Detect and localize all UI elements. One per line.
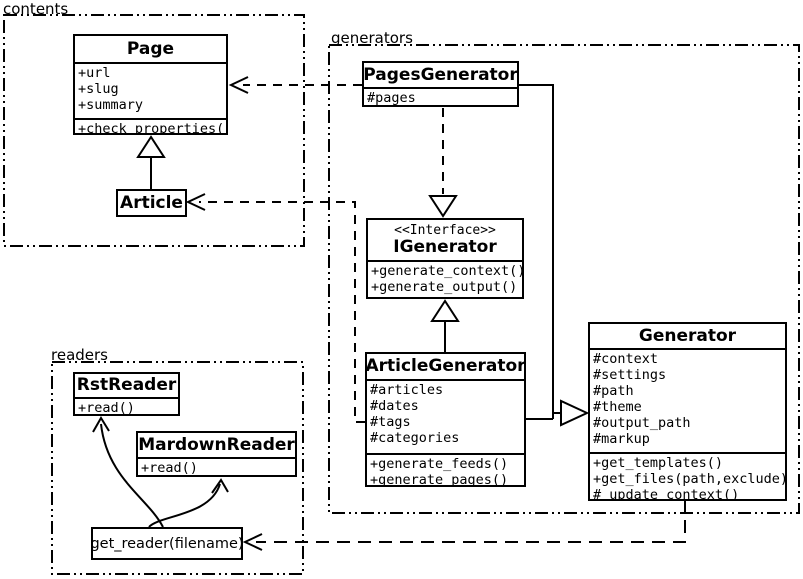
methods-page: +check_properties() — [75, 118, 226, 133]
methods-article-generator: +generate_feeds() +generate_pages() — [367, 453, 524, 485]
class-box-generator: Generator #context #settings #path #them… — [588, 322, 787, 501]
attributes-generator: #context #settings #path #theme #output_… — [590, 348, 785, 452]
attribute-line: #settings — [593, 367, 667, 383]
attribute-line: #tags — [370, 414, 411, 430]
method-line: +generate_output() — [371, 279, 518, 295]
methods-generator: +get_templates() +get_files(path,exclude… — [590, 452, 785, 499]
method-line: +read() — [141, 460, 198, 475]
method-line: +generate_context() — [371, 263, 522, 279]
generalization-triangle-igenerator-bottom — [432, 301, 458, 321]
realization-triangle-igenerator-top — [430, 196, 456, 216]
attribute-line: #output_path — [593, 415, 691, 431]
attributes-article-generator: #articles #dates #tags #categories — [367, 379, 524, 453]
arrowhead-mardownreader — [212, 480, 228, 493]
class-box-article: Article — [116, 189, 187, 217]
class-box-mardown-reader: MardownReader +read() — [136, 431, 297, 477]
stereotype-interface: <<Interface>> — [394, 223, 496, 238]
package-label-contents: contents — [1, 0, 71, 18]
attribute-line: #dates — [370, 398, 419, 414]
methods-rst-reader: +read() — [75, 397, 178, 414]
method-line: +generate_pages() — [370, 472, 509, 485]
function-box-get-reader: get_reader(filename) — [90, 527, 244, 560]
method-line: +get_files(path,exclude) — [593, 471, 785, 487]
dependency-arrowhead-getreader — [245, 534, 262, 550]
methods-igenerator: +generate_context() +generate_output() — [368, 260, 522, 297]
arrow-curve-getreader-mardownreader — [149, 484, 220, 527]
class-box-rst-reader: RstReader +read() — [73, 372, 180, 416]
attribute-line: #pages — [367, 90, 416, 105]
attribute-line: #theme — [593, 399, 642, 415]
class-title-page: Page — [126, 38, 175, 59]
dependency-arrowhead-article — [188, 194, 205, 210]
attribute-line: #markup — [593, 431, 650, 447]
dependency-arrowhead-page — [231, 77, 248, 93]
package-label-generators: generators — [329, 29, 415, 47]
attribute-line: #categories — [370, 430, 460, 446]
class-title-rst-reader: RstReader — [76, 375, 177, 395]
class-title-mardown-reader: MardownReader — [138, 434, 295, 455]
generalization-triangle-generator-left — [561, 401, 587, 425]
attributes-page: +url +slug +summary — [75, 62, 226, 118]
attribute-line: #context — [593, 351, 659, 367]
dependency-line-articlegenerator-article — [199, 202, 365, 422]
class-title-article: Article — [120, 192, 183, 213]
class-title-text: IGenerator — [393, 237, 497, 257]
class-box-igenerator: <<Interface>> IGenerator +generate_conte… — [366, 218, 524, 299]
method-line: +generate_feeds() — [370, 456, 509, 472]
attribute-line: #articles — [370, 382, 444, 398]
class-title-article-generator: ArticleGenerator — [365, 356, 526, 376]
method-line: +check_properties() — [78, 121, 226, 133]
method-line: #_update_context() — [593, 487, 740, 499]
attribute-line: #path — [593, 383, 634, 399]
methods-mardown-reader: +read() — [138, 457, 295, 475]
class-title-generator: Generator — [638, 325, 737, 346]
class-box-pages-generator: PagesGenerator #pages — [362, 61, 519, 107]
method-line: +read() — [78, 400, 135, 414]
package-label-readers: readers — [49, 346, 110, 364]
attributes-pages-generator: #pages — [364, 87, 517, 105]
dependency-line-generator-getreader — [256, 499, 685, 542]
generalization-triangle-article-page — [138, 137, 164, 157]
attribute-line: +url — [78, 65, 111, 81]
class-title-pages-generator: PagesGenerator — [363, 64, 518, 85]
class-title-igenerator: <<Interface>> IGenerator — [368, 220, 522, 260]
method-line: +get_templates() — [593, 455, 724, 471]
class-box-article-generator: ArticleGenerator #articles #dates #tags … — [365, 352, 526, 487]
function-label: get_reader(filename) — [90, 535, 244, 552]
attribute-line: +summary — [78, 97, 144, 113]
attribute-line: +slug — [78, 81, 119, 97]
arrowhead-rstreader — [93, 418, 109, 432]
class-box-page: Page +url +slug +summary +check_properti… — [73, 34, 228, 135]
